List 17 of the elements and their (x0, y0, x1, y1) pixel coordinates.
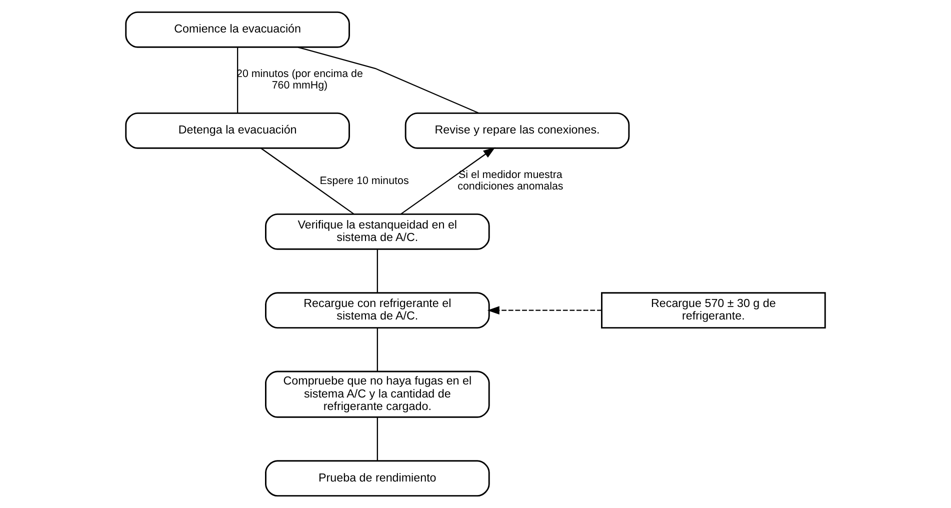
node-box: Revise y repare las conexiones. (404, 112, 630, 149)
node-box: Detenga la evacuación (125, 112, 350, 149)
node-box: Compruebe que no haya fugas en el sistema A/C y la cantidad de refrigerante cargado. (265, 370, 490, 418)
node-box: Recargue 570 ± 30 g de refrigerante. (601, 292, 826, 329)
arrow (487, 306, 602, 315)
connector (376, 249, 378, 293)
arrow (400, 147, 496, 215)
node-box: Comience la evacuación (125, 11, 350, 48)
node-box: Verifique la estanqueidad en el sistema de A/C. (265, 213, 490, 250)
connector (376, 328, 378, 372)
connector (298, 46, 480, 114)
connector (260, 148, 354, 215)
edge-label: Espere 10 minutos (320, 174, 409, 187)
node-box: Recargue con refrigerante el sistema de A/C. (265, 292, 490, 329)
node-box: Prueba de rendimiento (265, 460, 490, 497)
connector (376, 417, 378, 461)
connector (236, 47, 238, 114)
